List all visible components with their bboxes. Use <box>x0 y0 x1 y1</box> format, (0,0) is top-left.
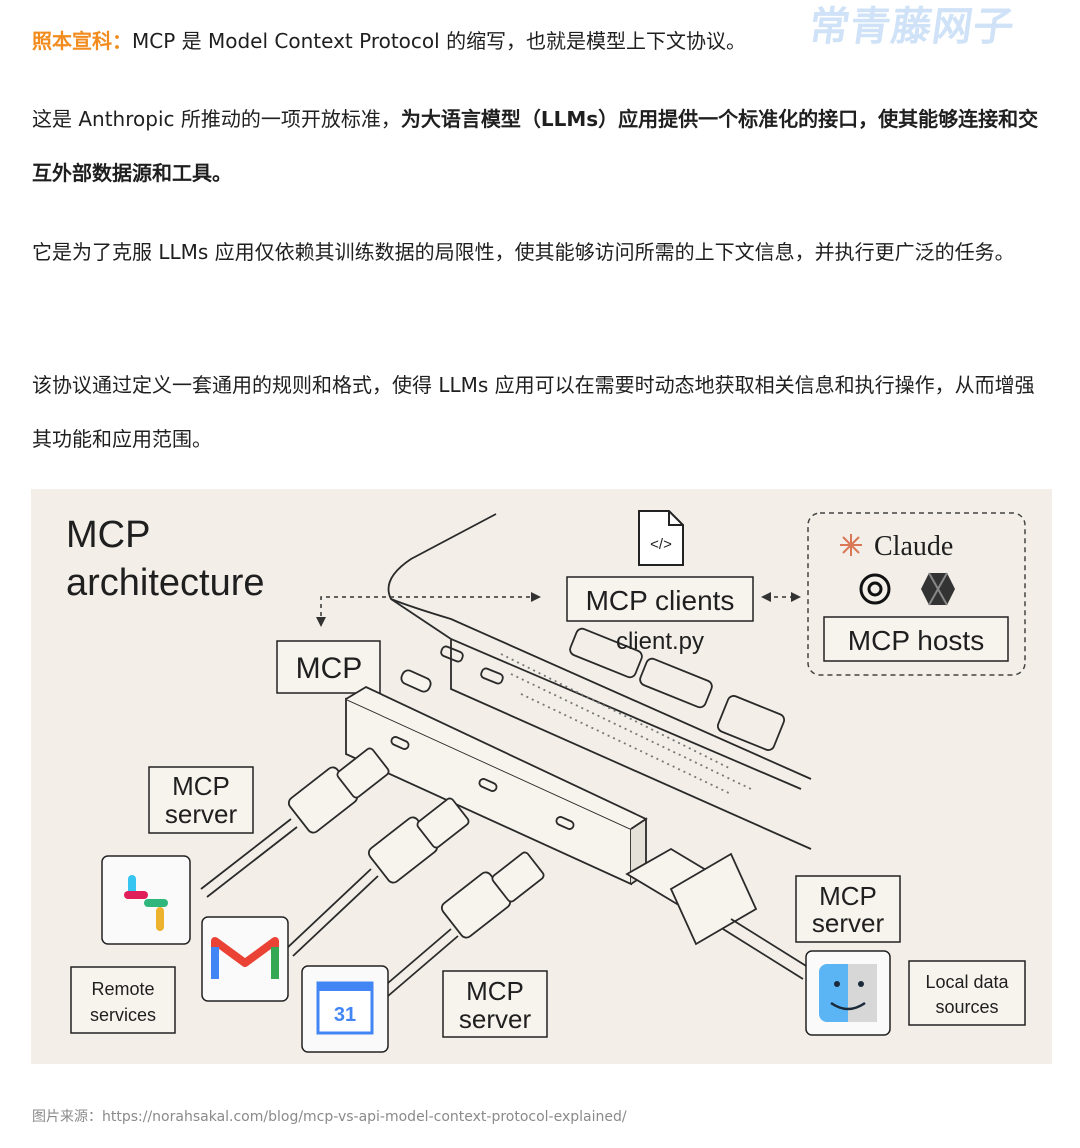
mcp-clients-box <box>566 576 754 622</box>
calendar-icon: 31 <box>301 965 389 1053</box>
code-icon-glyph: </> <box>650 536 672 553</box>
mcp-hosts-label: MCP hosts <box>848 625 984 656</box>
image-source-caption: 图片来源：https://norahsakal.com/blog/mcp-vs-… <box>32 1109 627 1125</box>
local-sources-line2: sources <box>935 997 998 1017</box>
remote-services-box <box>70 966 176 1034</box>
paragraph-intro: 照本宣科：MCP 是 Model Context Protocol 的缩写，也就… <box>32 14 1052 68</box>
client-file-label: client.py <box>616 628 704 655</box>
intro-text: MCP 是 Model Context Protocol 的缩写，也就是模型上下… <box>132 29 747 53</box>
summary-tag: 照本宣科： <box>32 29 132 53</box>
claude-star-icon <box>840 534 862 556</box>
arrow-head-right-2 <box>791 592 801 602</box>
mcp-hub-label: MCP <box>296 652 363 685</box>
mcp-server-left-line2: server <box>165 799 238 829</box>
arrow-head-left <box>761 592 771 602</box>
mcp-server-bottom-line1: MCP <box>466 976 524 1006</box>
mcp-hosts-box <box>823 616 1009 662</box>
perplexity-icon <box>921 572 955 606</box>
diagram-title-line1: MCP <box>66 514 150 556</box>
slack-icon <box>101 855 191 945</box>
mcp-server-left-box <box>148 766 254 834</box>
local-sources-box <box>908 960 1026 1026</box>
finder-icon <box>805 950 891 1036</box>
hosts-group <box>807 512 1026 676</box>
mcp-server-right-line2: server <box>812 908 885 938</box>
code-file-icon: </> <box>638 510 684 566</box>
arrow-head-down <box>316 617 326 627</box>
openai-icon <box>859 573 891 605</box>
paragraph-standard: 这是 Anthropic 所推动的一项开放标准，为大语言模型（LLMs）应用提供… <box>32 92 1052 200</box>
standard-lead: 这是 Anthropic 所推动的一项开放标准， <box>32 107 401 131</box>
gmail-icon <box>201 916 289 1002</box>
paragraph-protocol: 该协议通过定义一套通用的规则和格式，使得 LLMs 应用可以在需要时动态地获取相… <box>32 373 1035 451</box>
mcp-clients-label: MCP clients <box>586 585 735 616</box>
remote-services-line2: services <box>90 1005 156 1025</box>
mcp-server-bottom-box <box>442 970 548 1038</box>
mcp-server-bottom-line2: server <box>459 1004 532 1034</box>
mcp-architecture-figure: MCP architecture </> MCP clients client.… <box>31 489 1052 1064</box>
usb-cables <box>200 747 545 997</box>
claude-label: Claude <box>874 531 953 562</box>
mcp-server-right-line1: MCP <box>819 881 877 911</box>
arrow-head-right <box>531 592 541 602</box>
paragraph-purpose: 它是为了克服 LLMs 应用仅依赖其训练数据的局限性，使其能够访问所需的上下文信… <box>32 240 1015 264</box>
local-sources-line1: Local data <box>925 972 1009 992</box>
remote-services-line1: Remote <box>91 979 154 999</box>
mcp-server-right-box <box>795 875 901 943</box>
diagram-title-line2: architecture <box>66 562 265 604</box>
mcp-hub-box <box>276 640 381 694</box>
standard-bold: 为大语言模型（LLMs）应用提供一个标准化的接口，使其能够连接和交互外部数据源和… <box>32 107 1039 185</box>
calendar-day: 31 <box>334 1004 356 1026</box>
usb-a-plug <box>625 847 812 980</box>
mcp-server-left-line1: MCP <box>172 771 230 801</box>
laptop-illustration <box>387 513 812 850</box>
